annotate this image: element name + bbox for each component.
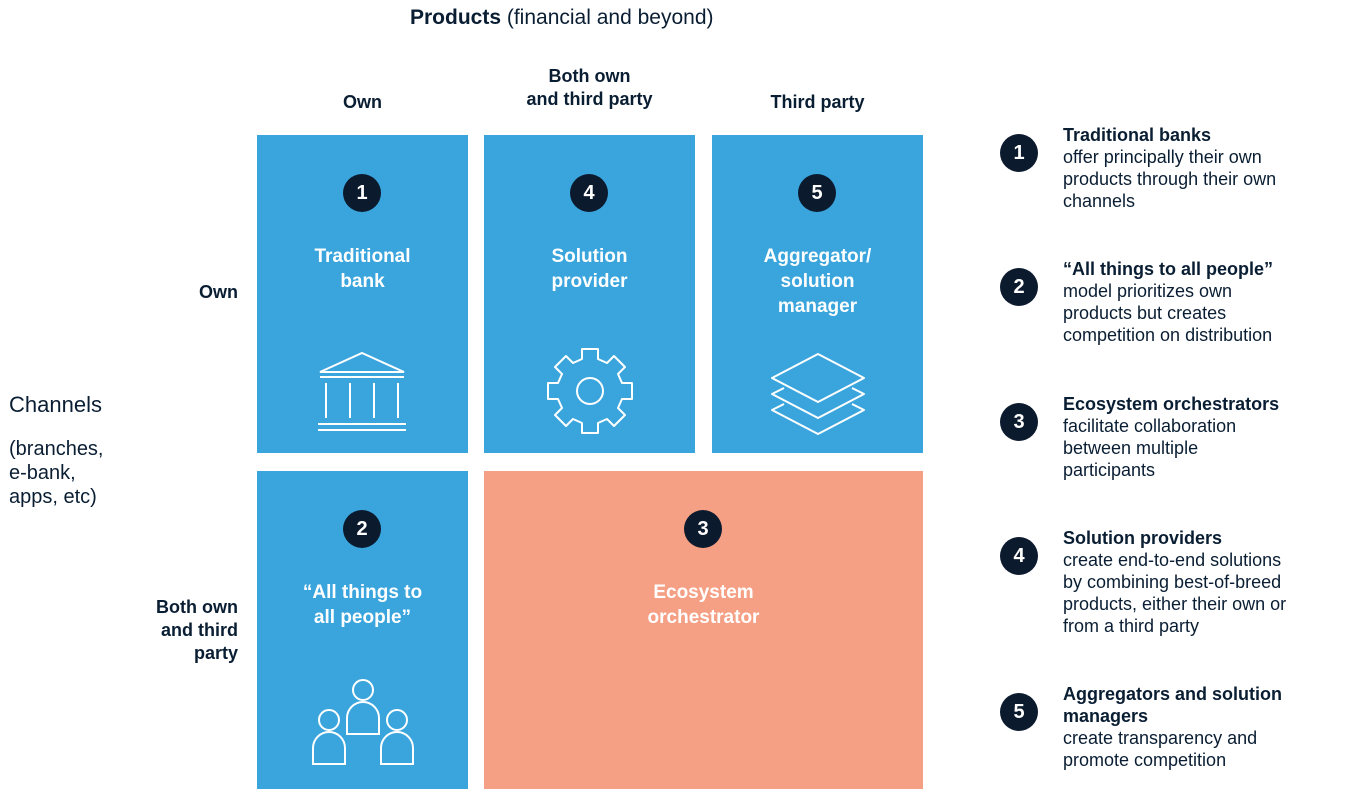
column-header-both: Both own and third party: [484, 65, 695, 111]
legend-item-solution-providers: 4 Solution providers create end-to-end s…: [1000, 527, 1370, 657]
legend-title: “All things to all people”: [1063, 259, 1274, 279]
cell-label: Aggregator/ solution manager: [712, 244, 923, 319]
legend-number-badge: 2: [1000, 268, 1038, 306]
cell-label-line1: Aggregator/: [763, 246, 872, 267]
cell-label-line2: bank: [340, 271, 385, 292]
row-header-both-line2: and third: [161, 620, 238, 640]
cell-number-badge: 3: [684, 510, 722, 548]
legend-desc-line: from a third party: [1063, 616, 1200, 636]
layers-icon: [771, 353, 865, 435]
legend-desc: model prioritizes own products but creat…: [1063, 280, 1368, 346]
channels-sublabel: (branches, e-bank, apps, etc): [9, 437, 159, 509]
channels-label: Channels: [9, 392, 102, 417]
legend-number-badge: 4: [1000, 537, 1038, 575]
cell-label-line1: “All things to: [302, 582, 423, 603]
column-header-both-line1: Both own: [548, 66, 631, 86]
legend-title: Aggregators and solution managers: [1063, 683, 1368, 727]
column-header-third: Third party: [770, 92, 865, 112]
cell-label-line2: orchestrator: [647, 607, 760, 628]
legend-title-line: Aggregators and solution: [1063, 684, 1283, 704]
channels-sub-line1: (branches,: [9, 438, 104, 460]
gear-icon: [547, 348, 633, 434]
cell-number-badge: 1: [343, 174, 381, 212]
legend-title: Traditional banks: [1063, 125, 1212, 145]
legend-desc: create transparency and promote competit…: [1063, 727, 1368, 771]
cell-number-badge: 4: [570, 174, 608, 212]
legend-desc-line: products but creates: [1063, 303, 1227, 323]
legend-number-badge: 3: [1000, 403, 1038, 441]
cell-number-badge: 5: [798, 174, 836, 212]
legend-desc-line: create transparency and: [1063, 728, 1258, 748]
legend-desc-line: promote competition: [1063, 750, 1227, 770]
cell-aggregator: 5 Aggregator/ solution manager: [712, 135, 923, 453]
cell-solution-provider: 4 Solution provider: [484, 135, 695, 453]
row-header-own: Own: [199, 282, 238, 302]
legend-desc-line: offer principally their own: [1063, 147, 1262, 167]
row-header-both-line3: party: [193, 643, 238, 663]
legend-desc: offer principally their own products thr…: [1063, 146, 1368, 212]
legend-desc-line: competition on distribution: [1063, 325, 1273, 345]
column-header-both-line2: and third party: [526, 89, 653, 109]
cell-label-line1: Solution: [551, 246, 628, 267]
legend-item-ecosystem-orchestrators: 3 Ecosystem orchestrators facilitate col…: [1000, 393, 1370, 503]
title-rest: (financial and beyond): [501, 6, 714, 29]
cell-label: Traditional bank: [257, 244, 468, 294]
cell-label: “All things to all people”: [257, 580, 468, 630]
legend-desc-line: model prioritizes own: [1063, 281, 1233, 301]
cell-traditional-bank: 1 Traditional bank: [257, 135, 468, 453]
cell-label-line2: all people”: [313, 607, 412, 628]
legend-title-line: managers: [1063, 706, 1149, 726]
cell-label: Ecosystem orchestrator: [484, 580, 923, 630]
channels-sub-line2: e-bank,: [9, 462, 76, 484]
legend-number-badge: 5: [1000, 693, 1038, 731]
legend-number-badge: 1: [1000, 134, 1038, 172]
cell-label-line2: solution: [780, 271, 855, 292]
legend-desc-line: create end-to-end solutions: [1063, 550, 1282, 570]
cell-label-line3: manager: [777, 296, 858, 317]
legend-item-traditional-banks: 1 Traditional banks offer principally th…: [1000, 124, 1370, 234]
title-bold: Products: [410, 6, 502, 29]
legend-desc-line: participants: [1063, 460, 1156, 480]
cell-number-badge: 2: [343, 510, 381, 548]
diagram-title: Products (financial and beyond): [410, 6, 714, 30]
legend-desc-line: products through their own: [1063, 169, 1277, 189]
legend-desc-line: products, either their own or: [1063, 594, 1287, 614]
row-header-both: Both own and third party: [90, 596, 238, 665]
column-header-own: Own: [343, 92, 382, 112]
legend-title: Solution providers: [1063, 528, 1223, 548]
cell-label-line2: provider: [551, 271, 628, 292]
legend-item-aggregators: 5 Aggregators and solution managers crea…: [1000, 683, 1370, 783]
legend-desc-line: between multiple: [1063, 438, 1199, 458]
legend-desc-line: channels: [1063, 191, 1136, 211]
legend-desc-line: facilitate collaboration: [1063, 416, 1237, 436]
legend-title: Ecosystem orchestrators: [1063, 394, 1280, 414]
row-header-both-line1: Both own: [156, 597, 238, 617]
cell-ecosystem-orchestrator: 3 Ecosystem orchestrator: [484, 471, 923, 789]
legend-item-all-things: 2 “All things to all people” model prior…: [1000, 258, 1370, 368]
channels-sub-line3: apps, etc): [9, 486, 97, 508]
people-icon: [312, 679, 414, 765]
bank-icon: [318, 351, 406, 431]
cell-label: Solution provider: [484, 244, 695, 294]
cell-all-things: 2 “All things to all people”: [257, 471, 468, 789]
legend-desc-line: by combining best-of-breed: [1063, 572, 1282, 592]
cell-label-line1: Traditional: [314, 246, 411, 267]
legend-desc: create end-to-end solutions by combining…: [1063, 549, 1368, 637]
cell-label-line1: Ecosystem: [653, 582, 754, 603]
legend-desc: facilitate collaboration between multipl…: [1063, 415, 1368, 481]
